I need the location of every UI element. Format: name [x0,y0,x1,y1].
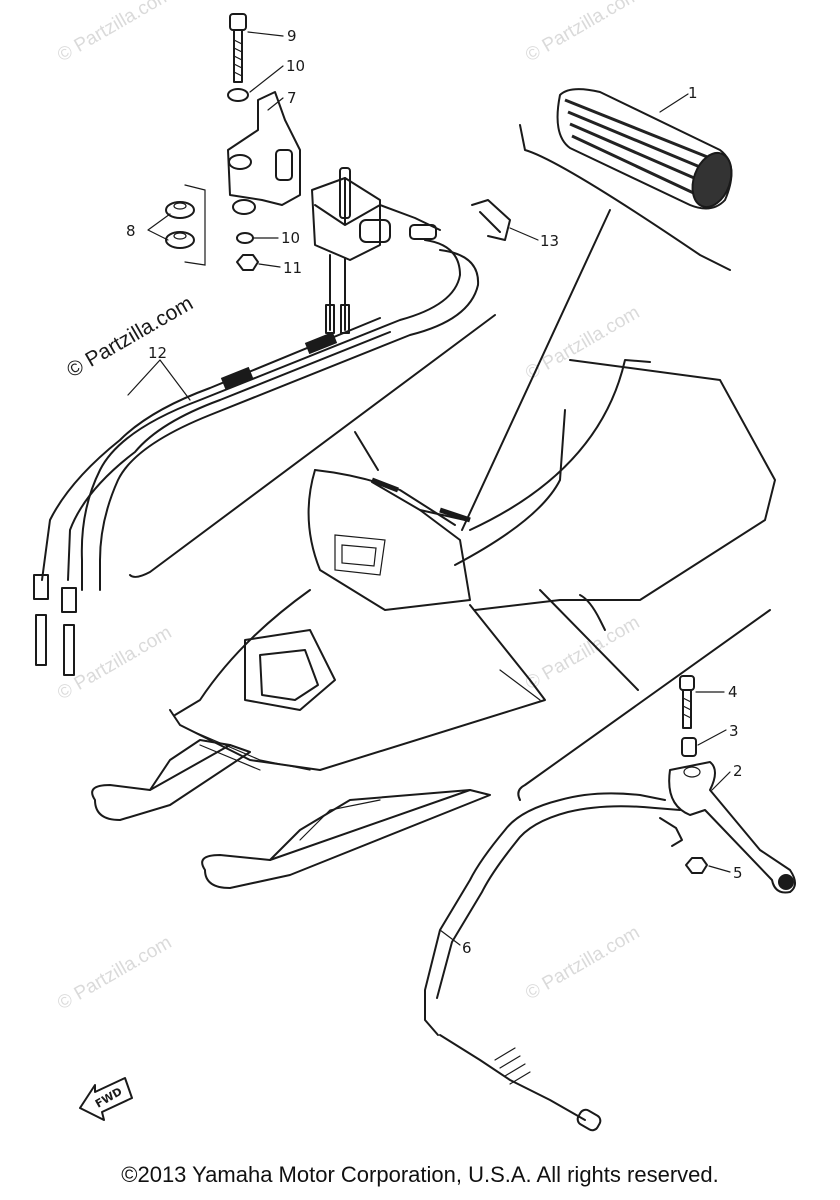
brake-lever-knob [778,874,794,890]
callouts: 9 10 7 1 8 10 11 13 12 4 3 2 5 6 [126,27,743,957]
nut-11 [236,254,259,271]
watermark-prominent: © Partzilla.com [63,292,197,383]
callout-11: 11 [283,259,302,277]
watermark: © Partzilla.com [522,922,643,1004]
callout-3: 3 [729,722,739,740]
bolt-9 [229,13,247,83]
washer-10-bottom [236,232,254,244]
bolt-4 [679,675,695,729]
throttle-switch-housing [311,167,441,334]
grommets-8 [165,184,206,266]
forward-arrow: FWD [79,1077,133,1121]
callout-1: 1 [688,84,698,102]
grip-leader-line [461,209,611,531]
washer-10-top [227,88,249,102]
brake-lever-2 [668,761,796,894]
handlebar [371,481,466,521]
brake-cable-6 [424,792,683,1132]
callout-12: 12 [148,344,167,362]
callout-4: 4 [728,683,738,701]
watermarks: © Partzilla.com © Partzilla.com © Partzi… [54,0,643,1014]
callout-2: 2 [733,762,743,780]
grip-bracket-line [519,124,731,271]
brake-group-bracket [517,609,771,801]
callout-7: 7 [287,89,297,107]
watermark: © Partzilla.com [54,622,175,704]
callout-13: 13 [540,232,559,250]
watermark: © Partzilla.com [522,0,643,66]
handlebar-grip-left [371,477,399,493]
fwd-label: FWD [93,1085,124,1111]
handlebar-grip-right [439,507,471,523]
handlebar-grip [556,88,733,210]
cable-leader-line [354,431,379,471]
watermark: © Partzilla.com [54,0,175,66]
bracket-7 [227,91,301,215]
callout-8: 8 [126,222,136,240]
brake-leader-line [539,589,639,691]
watermark: © Partzilla.com [522,302,643,384]
callout-9: 9 [287,27,297,45]
callout-5: 5 [733,864,743,882]
brake-lever-pivot [683,766,701,778]
skis [91,739,491,889]
cable-group-bracket [129,314,496,578]
watermark: © Partzilla.com [54,932,175,1014]
copyright-notice: ©2013 Yamaha Motor Corporation, U.S.A. A… [121,1162,719,1187]
watermark: © Partzilla.com [522,612,643,694]
collar-3 [681,737,697,757]
nut-5 [685,857,708,874]
callout-10-bottom: 10 [281,229,300,247]
clip-13 [471,199,511,241]
callout-6: 6 [462,939,472,957]
snowmobile-body [169,359,776,771]
throttle-cable-12 [33,239,480,676]
callout-10-top: 10 [286,57,305,75]
